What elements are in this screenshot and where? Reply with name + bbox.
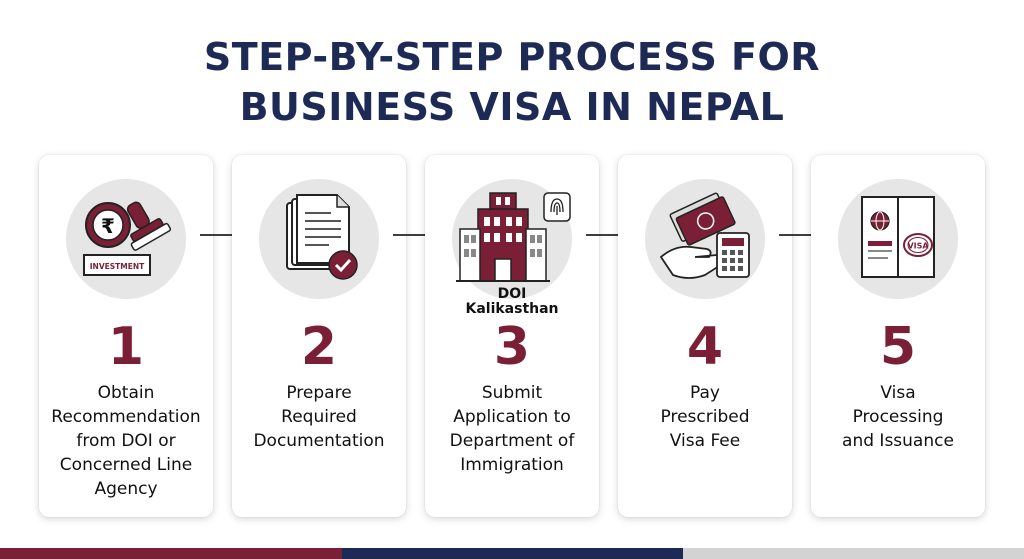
immigration-building-fingerprint-icon	[456, 192, 571, 282]
step-2-icon-circle	[259, 179, 379, 299]
bottom-bar-navy	[342, 548, 683, 559]
step-4-icon-circle	[645, 179, 765, 299]
step-5-line: and Issuance	[842, 431, 954, 451]
step-card-5: VISA 5 Visa Processing and Issuance	[811, 155, 985, 517]
bottom-bar-gray	[683, 548, 1024, 559]
step-1-description: Obtain Recommendation from DOI or Concer…	[43, 381, 209, 501]
step-4-description: Pay Prescribed Visa Fee	[622, 381, 788, 453]
step-card-4: 4 Pay Prescribed Visa Fee	[618, 155, 792, 517]
step-1-number: 1	[107, 317, 145, 377]
step-3-line: Department of	[449, 431, 575, 451]
step-3-line: Submit	[481, 383, 543, 403]
page-title: STEP-BY-STEP PROCESS FOR BUSINESS VISA I…	[0, 32, 1024, 132]
doi-label-line: DOI	[497, 286, 527, 302]
step-card-2: 2 Prepare Required Documentation	[232, 155, 406, 517]
rupee-coin-stamp-icon: ₹ INVESTMENT	[83, 201, 172, 276]
step-3-description: Submit Application to Department of Immi…	[429, 381, 595, 477]
title-line-1: STEP-BY-STEP PROCESS FOR	[203, 35, 821, 79]
step-2-number: 2	[300, 317, 338, 377]
step-1-line: Recommendation	[51, 407, 201, 427]
passport-visa-stamp-icon: VISA	[861, 196, 935, 278]
step-1-line: Agency	[94, 479, 158, 499]
step-2-line: Prepare	[286, 383, 352, 403]
hand-money-calculator-icon	[659, 192, 750, 279]
step-5-number: 5	[879, 317, 917, 377]
step-3-number: 3	[493, 317, 531, 377]
step-card-3: DOI Kalikasthan 3 Submit Application to …	[425, 155, 599, 517]
step-5-line: Visa	[880, 383, 916, 403]
title-line-2: BUSINESS VISA IN NEPAL	[239, 85, 785, 129]
step-card-1: ₹ INVESTMENT 1 Obtain Recommendation fro…	[39, 155, 213, 517]
step-1-line: Concerned Line	[59, 455, 193, 475]
step-2-line: Documentation	[253, 431, 385, 451]
step-1-line: from DOI or	[76, 431, 176, 451]
svg-text:₹: ₹	[101, 214, 115, 238]
step-1-icon-circle: ₹ INVESTMENT	[66, 179, 186, 299]
step-1-line: Obtain	[97, 383, 155, 403]
step-4-line: Pay	[690, 383, 720, 403]
doi-label-line: Kalikasthan	[465, 301, 559, 317]
step-2-description: Prepare Required Documentation	[236, 381, 402, 453]
steps-row: ₹ INVESTMENT 1 Obtain Recommendation fro…	[0, 155, 1024, 520]
step-4-number: 4	[686, 317, 724, 377]
documents-checkmark-icon	[286, 194, 358, 280]
investment-label: INVESTMENT	[90, 262, 145, 271]
step-3-icon-circle	[452, 179, 572, 299]
step-5-icon-circle: VISA	[838, 179, 958, 299]
step-2-line: Required	[281, 407, 357, 427]
step-3-line: Immigration	[460, 455, 564, 475]
step-5-description: Visa Processing and Issuance	[815, 381, 981, 453]
visa-stamp-label: VISA	[907, 242, 929, 251]
step-3-line: Application to	[453, 407, 571, 427]
bottom-color-bar	[0, 548, 1024, 559]
bottom-bar-maroon	[0, 548, 342, 559]
step-4-line: Prescribed	[660, 407, 750, 427]
step-4-line: Visa Fee	[669, 431, 741, 451]
doi-kalikasthan-label: DOI Kalikasthan	[445, 287, 579, 317]
step-5-line: Processing	[852, 407, 944, 427]
